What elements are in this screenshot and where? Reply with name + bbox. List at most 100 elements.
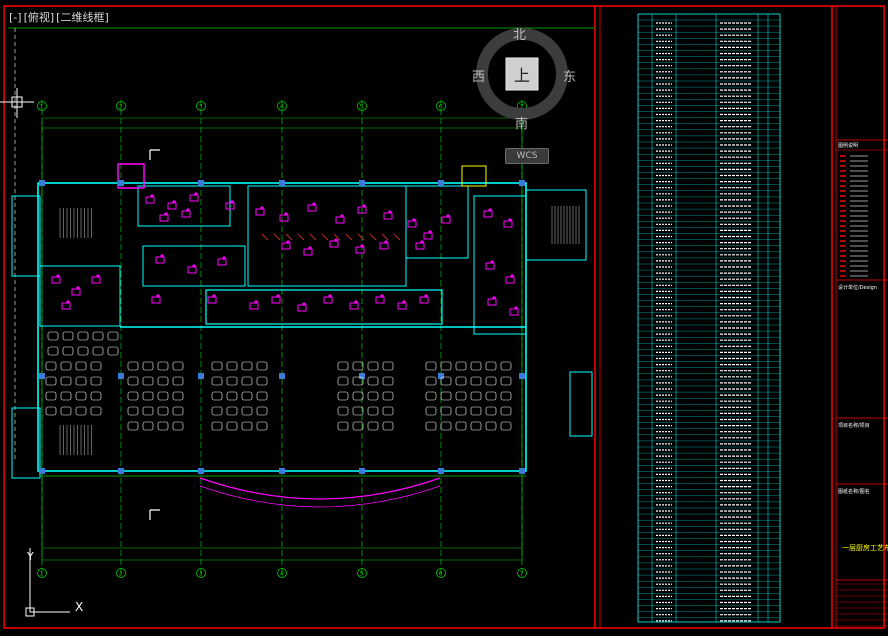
dining-table bbox=[226, 376, 238, 386]
dining-table bbox=[75, 361, 87, 371]
dining-table bbox=[211, 421, 223, 431]
kitchen-equipment bbox=[207, 296, 217, 304]
compass-west[interactable]: 西 bbox=[472, 70, 486, 85]
equipment-marker bbox=[412, 218, 416, 222]
viewport-menu-button[interactable]: [-] bbox=[9, 11, 22, 24]
viewcube-face[interactable]: 上 bbox=[514, 66, 530, 85]
dining-table bbox=[127, 376, 139, 386]
equipment-leader bbox=[321, 233, 329, 241]
structural-column bbox=[198, 180, 204, 186]
dining-table bbox=[142, 406, 154, 416]
kitchen-equipment bbox=[279, 214, 289, 222]
room-wall bbox=[473, 195, 527, 335]
viewport-controls[interactable]: [-][俯视][二维线框] bbox=[8, 11, 110, 25]
dining-table bbox=[142, 421, 154, 431]
dining-table bbox=[337, 406, 349, 416]
equipment-leader bbox=[273, 233, 281, 241]
dining-table bbox=[256, 376, 268, 386]
dining-table bbox=[90, 406, 102, 416]
grid-bubble-label: 2 bbox=[119, 571, 123, 578]
dining-table bbox=[107, 331, 119, 341]
kitchen-equipment bbox=[375, 296, 385, 304]
wcs-menu-button[interactable]: WCS bbox=[505, 148, 549, 164]
facade-curve bbox=[199, 485, 441, 508]
kitchen-equipment bbox=[189, 194, 199, 202]
kitchen-equipment bbox=[323, 296, 333, 304]
visual-style-button[interactable]: [二维线框] bbox=[56, 11, 109, 24]
equipment-marker bbox=[192, 264, 196, 268]
dining-table bbox=[77, 346, 89, 356]
equipment-marker bbox=[312, 202, 316, 206]
dining-table bbox=[470, 361, 482, 371]
dining-table bbox=[127, 406, 139, 416]
drawing-border bbox=[3, 5, 885, 629]
equipment-leader bbox=[381, 233, 389, 241]
grid-bubble-label: 5 bbox=[360, 104, 364, 111]
dining-table bbox=[172, 406, 184, 416]
equipment-marker bbox=[514, 306, 518, 310]
structural-column bbox=[519, 373, 525, 379]
structural-column bbox=[198, 373, 204, 379]
dining-table bbox=[470, 406, 482, 416]
structural-column bbox=[279, 180, 285, 186]
view-direction-button[interactable]: [俯视] bbox=[23, 11, 55, 24]
dining-table bbox=[455, 406, 467, 416]
room-wall bbox=[247, 185, 407, 287]
dining-table bbox=[440, 376, 452, 386]
dining-table bbox=[455, 361, 467, 371]
kitchen-equipment bbox=[441, 216, 451, 224]
grid-bubble bbox=[357, 101, 367, 111]
dining-table bbox=[455, 391, 467, 401]
legend-heading: 图例说明 bbox=[838, 142, 858, 149]
compass-north[interactable]: 北 bbox=[513, 28, 527, 43]
ucs-x-label: X bbox=[75, 600, 83, 614]
structural-column bbox=[118, 180, 124, 186]
equipment-marker bbox=[156, 294, 160, 298]
kitchen-equipment bbox=[249, 302, 259, 310]
drawing-name-label: 图纸名称/图名 bbox=[838, 488, 870, 495]
schedule-frame bbox=[637, 13, 781, 623]
equipment-leader bbox=[285, 233, 293, 241]
entrance-canopy bbox=[117, 163, 145, 189]
crosshair-cursor-icon bbox=[0, 88, 34, 118]
dining-table bbox=[172, 391, 184, 401]
kitchen-equipment bbox=[357, 206, 367, 214]
kitchen-equipment bbox=[483, 210, 493, 218]
kitchen-equipment bbox=[379, 242, 389, 250]
dining-table bbox=[367, 391, 379, 401]
equipment-marker bbox=[388, 210, 392, 214]
dining-table bbox=[172, 421, 184, 431]
viewcube[interactable]: 上 北 南 西 东 bbox=[472, 28, 584, 136]
dining-table bbox=[382, 391, 394, 401]
dining-table bbox=[75, 406, 87, 416]
grid-bubble bbox=[37, 101, 47, 111]
kitchen-equipment bbox=[303, 248, 313, 256]
dining-table bbox=[60, 391, 72, 401]
stair-east-bottom bbox=[569, 371, 593, 437]
grid-bubble-label: 6 bbox=[439, 104, 443, 111]
dining-table bbox=[367, 361, 379, 371]
compass-south[interactable]: 南 bbox=[515, 117, 529, 132]
dining-table bbox=[60, 406, 72, 416]
facade-curve bbox=[199, 477, 441, 500]
dining-table bbox=[382, 406, 394, 416]
equipment-marker bbox=[212, 294, 216, 298]
dining-table bbox=[211, 361, 223, 371]
equipment-leader bbox=[309, 233, 317, 241]
ucs-icon: Y X bbox=[25, 548, 83, 617]
kitchen-equipment bbox=[505, 276, 515, 284]
dining-table bbox=[352, 421, 364, 431]
dining-table bbox=[92, 346, 104, 356]
dining-table bbox=[337, 361, 349, 371]
equipment-marker bbox=[492, 296, 496, 300]
structural-column bbox=[519, 180, 525, 186]
grid-bubble bbox=[116, 101, 126, 111]
dining-table bbox=[256, 391, 268, 401]
structural-column bbox=[39, 468, 45, 474]
dining-table bbox=[425, 421, 437, 431]
dining-table bbox=[367, 406, 379, 416]
dining-table bbox=[47, 331, 59, 341]
compass-east[interactable]: 东 bbox=[563, 70, 577, 85]
kitchen-equipment bbox=[51, 276, 61, 284]
